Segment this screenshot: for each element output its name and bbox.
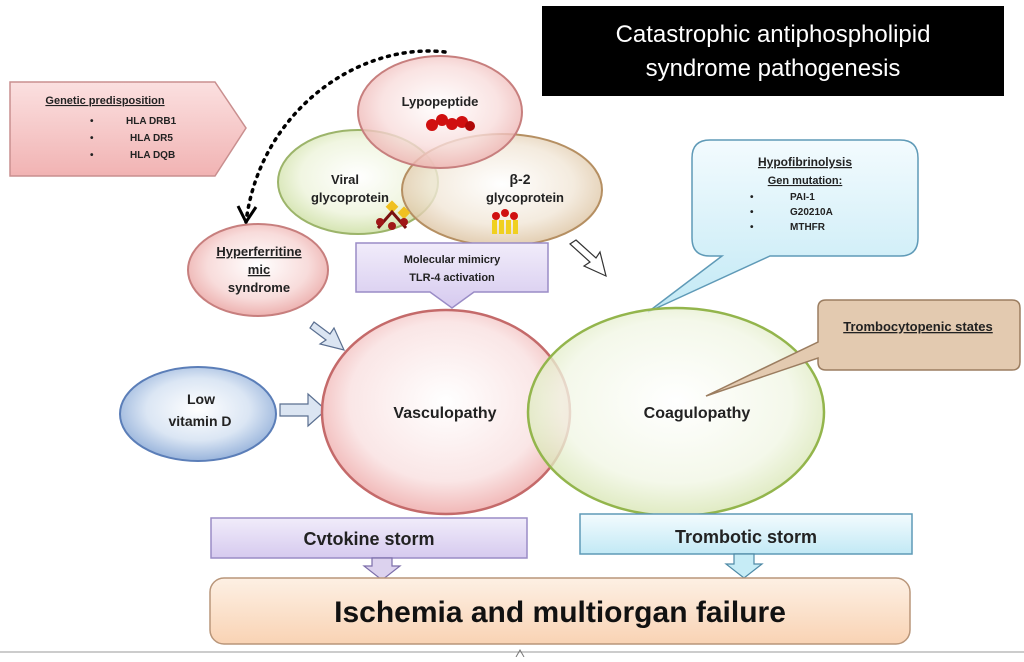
beta2-label-1: β-2 bbox=[510, 171, 531, 187]
mimicry-line-2: TLR-4 activation bbox=[409, 272, 495, 284]
low-vitamin-d-group: Low vitamin D bbox=[119, 366, 277, 462]
hyperferritine-arrow bbox=[309, 321, 346, 351]
trombotic-down-arrow bbox=[724, 553, 764, 579]
mutation-item: G20210A bbox=[790, 207, 833, 218]
genetic-item: HLA DR5 bbox=[130, 133, 173, 144]
lypopeptide-molecule-icon bbox=[426, 114, 475, 131]
viral-antigen-icon bbox=[376, 200, 411, 230]
trigger-venn: Lypopeptide Viral glycoprotein β-2 glyco… bbox=[277, 55, 603, 247]
title-box: Catastrophic antiphospholipid syndrome p… bbox=[542, 6, 1004, 96]
hyperferritinemic-ellipse bbox=[187, 223, 329, 317]
viral-label-1: Viral bbox=[331, 172, 359, 187]
trombotic-storm-label: Trombotic storm bbox=[675, 527, 817, 547]
hyperferritine-line-1: Hyperferritine bbox=[216, 244, 301, 259]
outcome-box: Ischemia and multiorgan failure bbox=[209, 577, 911, 645]
lypopeptide-ellipse bbox=[357, 55, 523, 169]
genetic-item: HLA DQB bbox=[130, 150, 175, 161]
hypofibrinolysis-heading: Hypofibrinolysis bbox=[758, 155, 852, 169]
outcome-label: Ischemia and multiorgan failure bbox=[334, 596, 786, 629]
hyperferritinemic-ellipse-group: Hyperferritine mic syndrome bbox=[187, 223, 329, 317]
title-line-1: Catastrophic antiphospholipid bbox=[616, 21, 931, 48]
beta2-label-2: glycoprotein bbox=[486, 190, 564, 205]
trombocytopenic-label: Trombocytopenic states bbox=[843, 319, 993, 334]
mutation-bullet: • bbox=[750, 222, 754, 233]
trombocytopenic-callout: Trombocytopenic states bbox=[705, 299, 1021, 397]
viral-label-2: glycoprotein bbox=[311, 190, 389, 205]
beta2-arrow bbox=[569, 239, 607, 278]
cytokine-storm-box: Cvtokine storm bbox=[210, 517, 528, 559]
genetic-bullet: • bbox=[90, 150, 94, 161]
title-line-2: syndrome pathogenesis bbox=[646, 55, 901, 82]
beta2-antigen-icon bbox=[492, 209, 518, 234]
hyperferritine-line-2: mic bbox=[248, 262, 270, 277]
low-vitamin-d-ellipse bbox=[119, 366, 277, 462]
coagulopathy-label: Coagulopathy bbox=[644, 405, 751, 422]
dotted-curve-arrow bbox=[244, 49, 447, 224]
hyperferritine-line-3: syndrome bbox=[228, 280, 290, 295]
trombotic-storm-box: Trombotic storm bbox=[579, 513, 913, 555]
cytokine-storm-label: Cvtokine storm bbox=[303, 529, 434, 549]
genetic-bullet: • bbox=[90, 133, 94, 144]
dotted-arrow-head bbox=[236, 205, 258, 225]
cytokine-down-arrow bbox=[362, 557, 402, 581]
hypofibrinolysis-subheading: Gen mutation: bbox=[768, 175, 843, 187]
vitamin-d-line-1: Low bbox=[187, 391, 215, 407]
vasculopathy-label: Vasculopathy bbox=[393, 405, 496, 422]
mutation-item: PAI-1 bbox=[790, 192, 815, 203]
vitamin-d-line-2: vitamin D bbox=[168, 413, 231, 429]
genetic-heading: Genetic predisposition bbox=[45, 95, 164, 107]
genetic-bullet: • bbox=[90, 116, 94, 127]
lypopeptide-label: Lypopeptide bbox=[402, 94, 479, 109]
mutation-bullet: • bbox=[750, 192, 754, 203]
mutation-item: MTHFR bbox=[790, 222, 826, 233]
mimicry-line-1: Molecular mimicry bbox=[404, 254, 501, 266]
bottom-tick-icon bbox=[515, 648, 525, 658]
vitamin-d-arrow bbox=[279, 392, 327, 428]
mutation-bullet: • bbox=[750, 207, 754, 218]
main-venn: Vasculopathy Coagulopathy bbox=[320, 306, 826, 518]
hypofibrinolysis-callout: Hypofibrinolysis Gen mutation: • PAI-1 •… bbox=[647, 139, 919, 313]
molecular-mimicry-callout: Molecular mimicry TLR-4 activation bbox=[355, 242, 549, 309]
genetic-item: HLA DRB1 bbox=[126, 116, 177, 127]
genetic-predisposition-box: Genetic predisposition • HLA DRB1 • HLA … bbox=[9, 81, 247, 177]
